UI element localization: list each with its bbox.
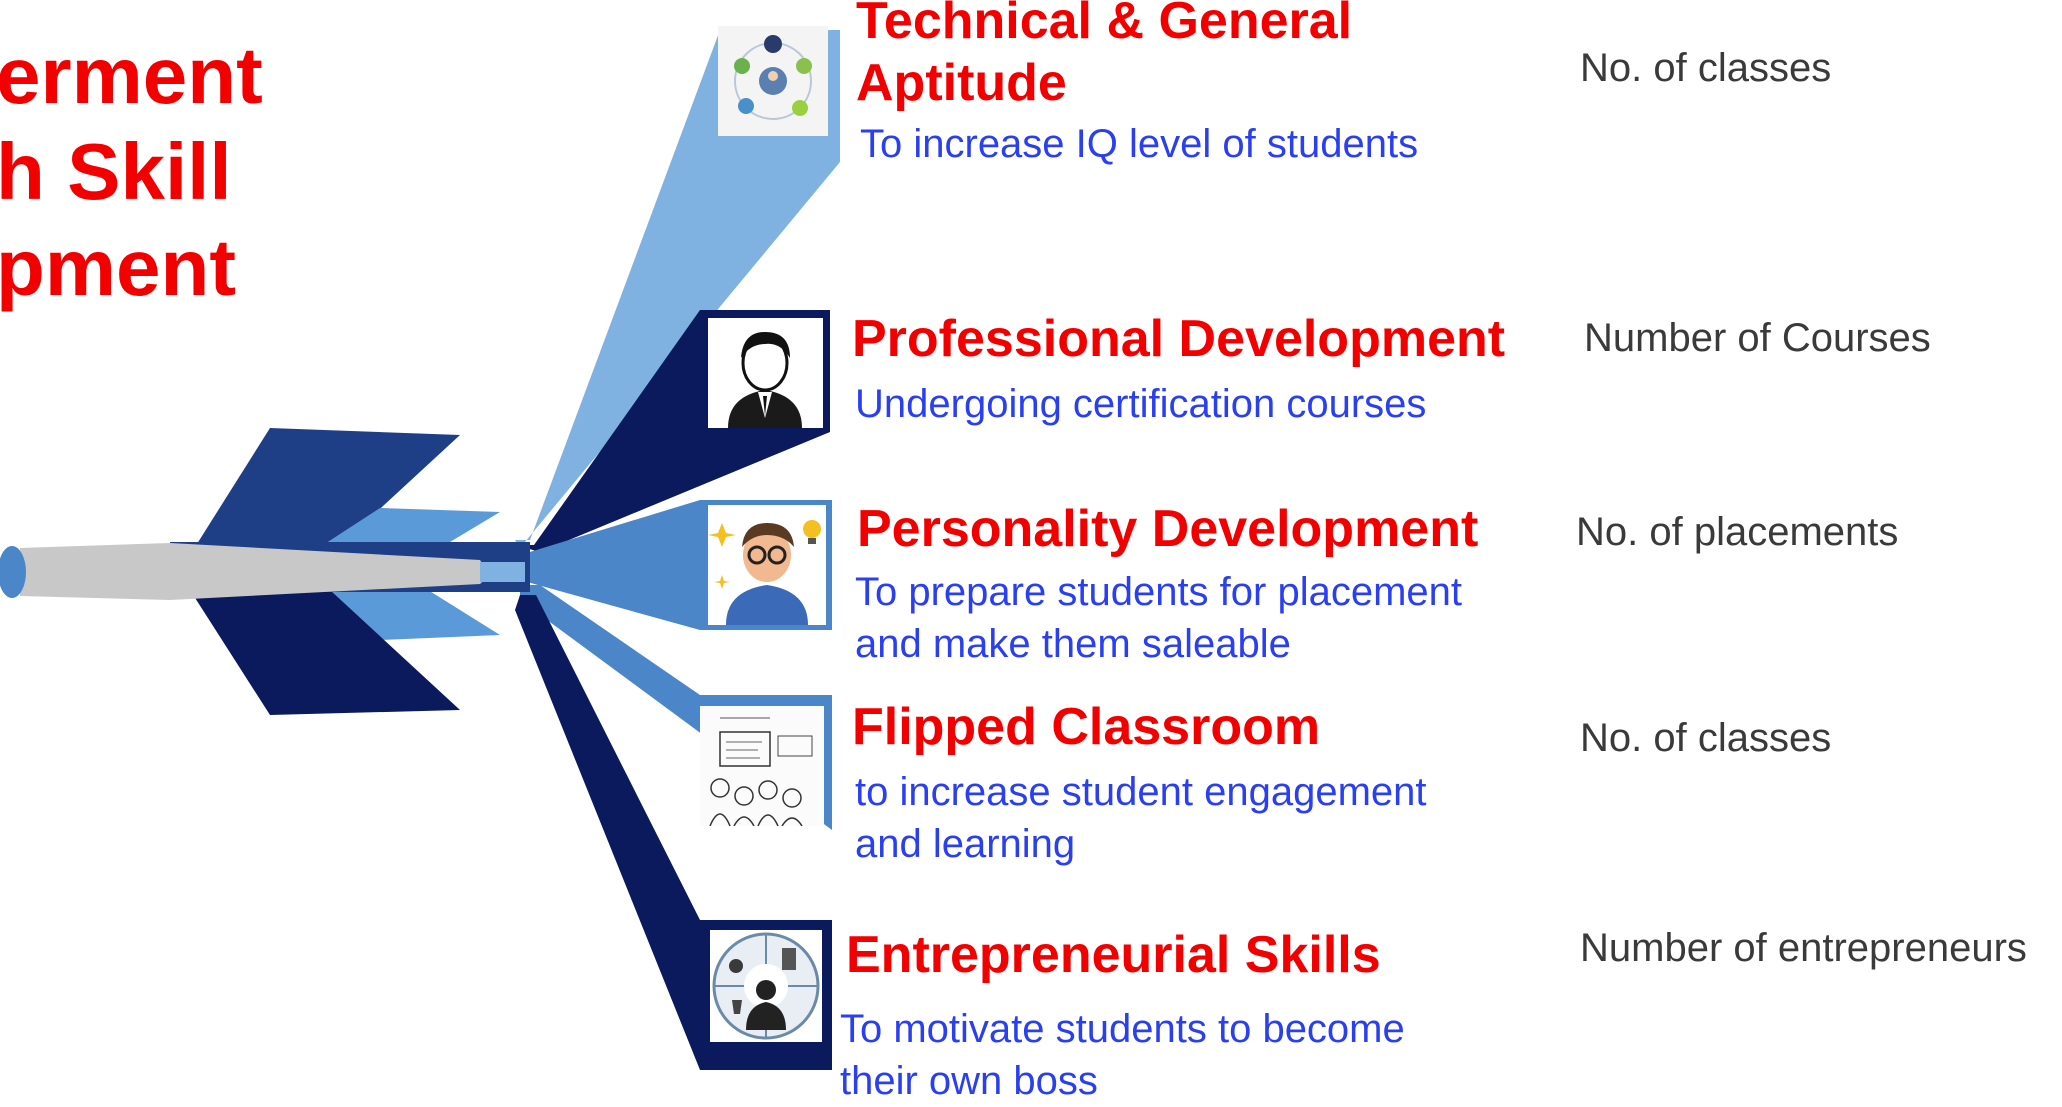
item-desc-personality-development: To prepare students for placement and ma…	[855, 570, 1463, 666]
item-desc-entrepreneurial-skills: To motivate students to become their own…	[840, 1007, 1405, 1103]
item-desc-flipped-classroom: to increase student engagement and learn…	[855, 770, 1427, 866]
item-title-personality-development: Personality Development	[857, 500, 1479, 558]
main-title: erment h Skill pment	[0, 28, 263, 316]
item-title-professional-development: Professional Development	[852, 310, 1506, 368]
item-desc-professional-development: Undergoing certification courses	[855, 382, 1427, 426]
dart-fin-upper-dark	[190, 428, 460, 555]
metric-flipped-classroom: No. of classes	[1580, 716, 1832, 760]
professional-man-icon	[708, 318, 823, 428]
entrepreneur-circle-icon	[710, 930, 822, 1042]
flipped-classroom-sketch-icon	[700, 706, 824, 826]
dart-shaft-collar	[480, 562, 525, 582]
metric-professional-development: Number of Courses	[1584, 316, 1931, 360]
ray-technical-aptitude	[515, 30, 840, 548]
metric-technical-aptitude: No. of classes	[1580, 46, 1832, 90]
item-title-technical-aptitude: Technical & General Aptitude	[856, 0, 1353, 112]
item-title-entrepreneurial-skills: Entrepreneurial Skills	[846, 926, 1381, 984]
metric-personality-development: No. of placements	[1576, 510, 1899, 554]
dart-fin-lower-dark	[190, 590, 460, 715]
dart-barrel	[20, 543, 490, 600]
aptitude-network-icon	[718, 26, 828, 136]
dart-fin-lower-light	[300, 585, 500, 640]
main-title-line-3: pment	[0, 223, 236, 312]
smart-student-icon	[708, 505, 826, 625]
item-title-flipped-classroom: Flipped Classroom	[852, 698, 1321, 756]
item-desc-technical-aptitude: To increase IQ level of students	[860, 122, 1419, 166]
main-title-line-2: h Skill	[0, 127, 232, 216]
metric-entrepreneurial-skills: Number of entrepreneurs	[1580, 926, 2027, 970]
dart-tip	[0, 546, 26, 598]
main-title-line-1: erment	[0, 31, 263, 120]
